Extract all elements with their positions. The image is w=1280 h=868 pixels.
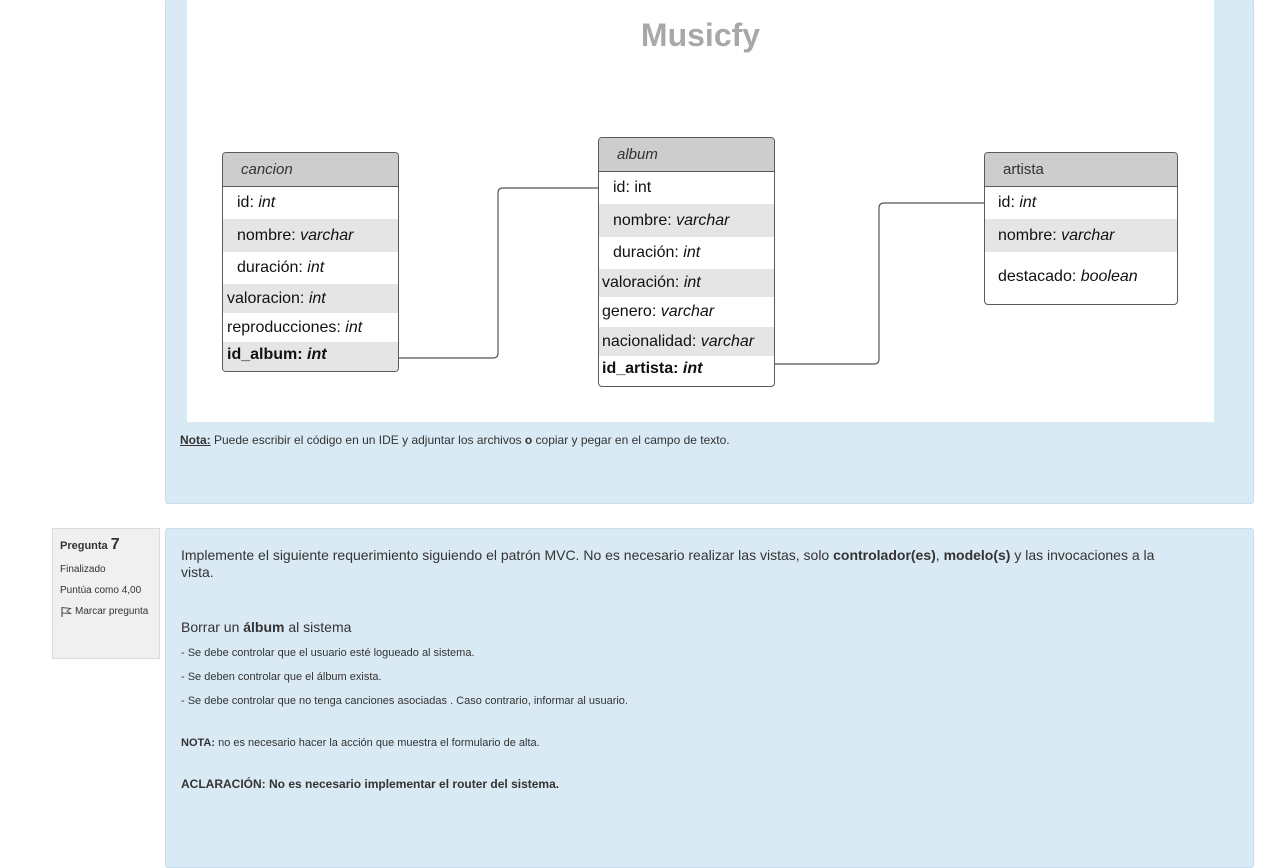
- field-row-fk: id_artista: int: [602, 360, 703, 377]
- field-row: duración: int: [237, 259, 325, 276]
- entity-album: album id: int nombre: varchar duración: …: [598, 137, 775, 387]
- field-row: valoracion: int: [223, 284, 398, 313]
- relation-lines: [398, 187, 984, 365]
- requirement-list: - Se debe controlar que el usuario esté …: [181, 641, 1238, 713]
- aclaracion-line: ACLARACIÓN: No es necesario implementar …: [181, 777, 560, 791]
- entity-album-header: album: [599, 138, 774, 172]
- field-row: id: int: [998, 194, 1037, 211]
- field-row: id: int: [613, 179, 652, 196]
- diagram-title: Musicfy: [640, 17, 761, 53]
- field-row: nombre: varchar: [985, 219, 1177, 252]
- entity-cancion-header: cancion: [223, 153, 398, 187]
- field-row: reproducciones: int: [227, 319, 363, 336]
- question-text: Implemente el siguiente requerimiento si…: [181, 547, 1155, 580]
- nota-label: Nota:: [180, 433, 211, 447]
- list-item: - Se debe controlar que no tenga cancion…: [181, 695, 628, 707]
- question-info: Pregunta 7 Finalizado Puntúa como 4,00 M…: [52, 528, 160, 659]
- field-row-fk: id_album: int: [223, 342, 398, 371]
- flag-icon: [60, 606, 73, 618]
- entity-artista-header: artista: [985, 153, 1177, 187]
- field-row: duración: int: [613, 244, 701, 261]
- field-row: destacado: boolean: [998, 268, 1138, 285]
- question-grade: Puntúa como 4,00: [60, 585, 142, 596]
- field-row: nacionalidad: varchar: [599, 327, 774, 356]
- field-row: nombre: varchar: [599, 204, 774, 237]
- question-6-content: Musicfy cancion id: int nombre: varchar …: [165, 0, 1254, 504]
- field-row: nombre: varchar: [223, 219, 398, 252]
- list-item: - Se deben controlar que el álbum exista…: [181, 671, 382, 683]
- requirement-title: Borrar un álbum al sistema: [181, 619, 352, 635]
- question-number: Pregunta 7: [60, 536, 120, 553]
- question-state: Finalizado: [60, 564, 106, 575]
- nota-line: NOTA: no es necesario hacer la acción qu…: [181, 737, 540, 749]
- field-row: genero: varchar: [602, 303, 715, 320]
- flag-question-button[interactable]: Marcar pregunta: [60, 605, 152, 619]
- field-row: id: int: [237, 194, 276, 211]
- field-row: valoración: int: [599, 269, 774, 297]
- flag-label: Marcar pregunta: [75, 606, 149, 617]
- er-diagram: Musicfy cancion id: int nombre: varchar …: [187, 0, 1214, 422]
- list-item: - Se debe controlar que el usuario esté …: [181, 647, 475, 659]
- entity-artista: artista id: int nombre: varchar destacad…: [984, 152, 1178, 305]
- question-7-content: Implemente el siguiente requerimiento si…: [165, 528, 1254, 868]
- entity-cancion: cancion id: int nombre: varchar duración…: [222, 152, 399, 372]
- nota-line: Nota: Puede escribir el código en un IDE…: [180, 433, 730, 447]
